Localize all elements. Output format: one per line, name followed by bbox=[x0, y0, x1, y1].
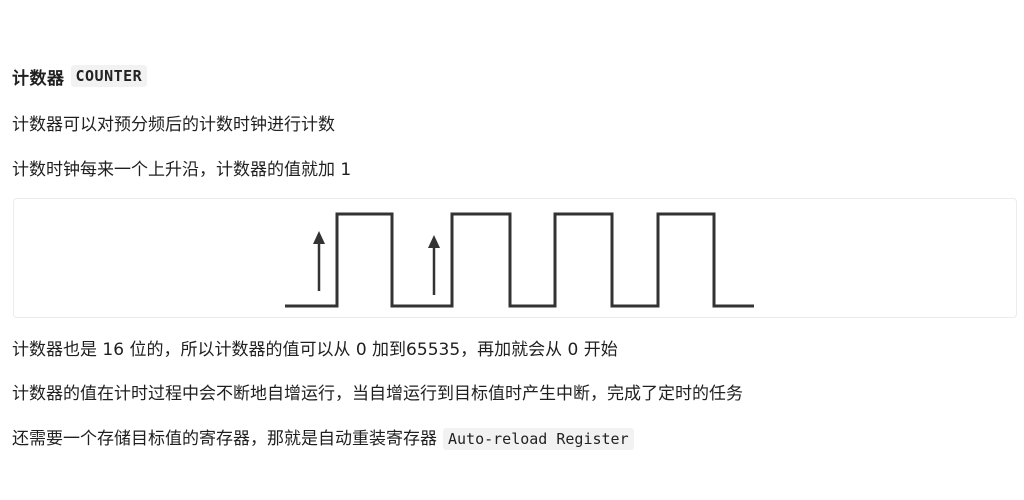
paragraph-interrupt: 计数器的值在计时过程中会不断地自增运行，当自增运行到目标值时产生中断，完成了定时… bbox=[12, 384, 743, 404]
rising-edge-arrow-2 bbox=[428, 235, 440, 295]
rising-edge-arrow-1 bbox=[313, 231, 325, 291]
square-wave-line bbox=[285, 212, 754, 308]
paragraph-auto-reload: 还需要一个存储目标值的寄存器，那就是自动重装寄存器 Auto-reload Reg… bbox=[12, 427, 634, 451]
section-heading: 计数器 COUNTER bbox=[12, 62, 148, 90]
auto-reload-text: 还需要一个存储目标值的寄存器，那就是自动重装寄存器 bbox=[12, 429, 437, 449]
paragraph-counting: 计数器可以对预分频后的计数时钟进行计数 bbox=[12, 115, 335, 135]
paragraph-16-bit: 计数器也是 16 位的，所以计数器的值可以从 0 加到65535，再加就会从 0… bbox=[12, 340, 618, 360]
waveform-svg bbox=[285, 212, 754, 308]
document-page: 计数器 COUNTER 计数器可以对预分频后的计数时钟进行计数 计数时钟每来一个… bbox=[12, 0, 1017, 500]
clock-waveform-figure bbox=[13, 198, 1017, 318]
heading-code: COUNTER bbox=[70, 65, 148, 87]
paragraph-rising-edge: 计数时钟每来一个上升沿，计数器的值就加 1 bbox=[12, 160, 352, 180]
heading-text: 计数器 bbox=[12, 68, 65, 89]
auto-reload-code: Auto-reload Register bbox=[443, 428, 634, 450]
